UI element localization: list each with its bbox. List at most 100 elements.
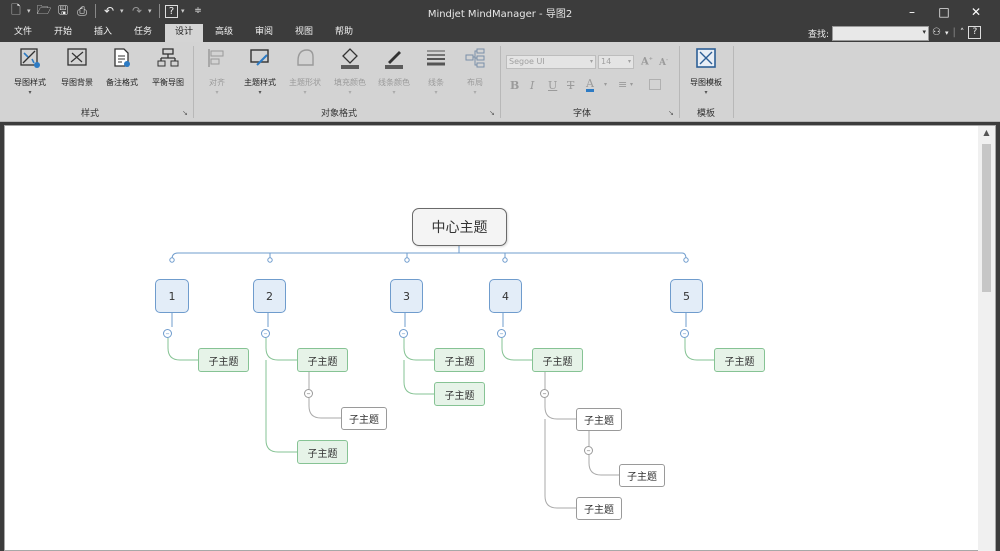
align-button[interactable]: 对齐 ▾ — [200, 46, 234, 96]
chevron-down-icon[interactable]: ▾ — [148, 7, 152, 15]
collapse-ribbon-icon[interactable]: ˄ — [959, 27, 965, 38]
subtopic[interactable]: 子主题 — [532, 348, 583, 372]
layout-button[interactable]: 布局 ▾ — [458, 46, 492, 96]
tab-insert[interactable]: 插入 — [93, 27, 112, 37]
dialog-launcher-icon[interactable]: ↘ — [182, 109, 188, 117]
font-name-select[interactable]: Segoe UI▾ — [506, 55, 596, 69]
main-topic-3[interactable]: 3 — [390, 279, 423, 313]
collapse-icon[interactable]: – — [304, 389, 313, 398]
line-button[interactable]: 线条 ▾ — [418, 46, 454, 96]
chevron-down-icon[interactable]: ▾ — [181, 7, 185, 15]
collapse-icon[interactable]: – — [261, 329, 270, 338]
layout-icon — [463, 46, 487, 70]
font-color-button[interactable]: A — [586, 77, 594, 92]
alignment-button[interactable]: ≡ — [618, 78, 628, 91]
font-size-select[interactable]: 14▾ — [598, 55, 634, 69]
org-chart-icon[interactable]: ⚇ — [932, 27, 941, 38]
collapse-icon[interactable]: – — [163, 329, 172, 338]
tab-view[interactable]: 视图 — [294, 27, 313, 37]
topic-style-button[interactable]: 主题样式 ▾ — [240, 46, 280, 96]
tab-help[interactable]: 帮助 — [334, 27, 353, 37]
shrink-font-icon[interactable]: A- — [659, 57, 669, 68]
redo-icon[interactable]: ↷ — [131, 4, 143, 18]
map-background-button[interactable]: 导图背景 — [55, 46, 99, 88]
chevron-down-icon: ▾ — [589, 58, 593, 65]
minimize-button[interactable]: – — [909, 5, 915, 19]
central-topic[interactable]: 中心主题 — [412, 208, 507, 246]
collapse-icon[interactable]: – — [584, 446, 593, 455]
help-icon[interactable]: ? — [968, 26, 982, 39]
main-topic-5[interactable]: 5 — [670, 279, 703, 313]
tab-advanced[interactable]: 高级 — [214, 27, 233, 37]
collapse-icon[interactable]: – — [680, 329, 689, 338]
close-button[interactable]: ✕ — [970, 5, 982, 19]
chevron-down-icon[interactable]: ▾ — [120, 7, 124, 15]
help-dropdown-icon[interactable]: ? — [165, 4, 178, 18]
italic-button[interactable]: I — [530, 79, 535, 92]
subtopic[interactable]: 子主题 — [198, 348, 249, 372]
map-template-button[interactable]: 导图模板 ▾ — [684, 46, 728, 96]
vertical-scrollbar[interactable]: ▲ — [978, 126, 995, 551]
chevron-down-icon: ▾ — [704, 89, 708, 96]
sub-subtopic[interactable]: 子主题 — [341, 407, 387, 430]
scrollbar-thumb[interactable] — [982, 144, 991, 292]
print-icon[interactable]: ⎙ — [77, 3, 87, 18]
tab-tasks[interactable]: 任务 — [133, 27, 152, 37]
line-weight-icon — [424, 46, 448, 70]
topic-shape-button[interactable]: 主题形状 ▾ — [285, 46, 325, 96]
chevron-down-icon: ▾ — [434, 89, 438, 96]
sub-subtopic[interactable]: 子主题 — [576, 497, 622, 520]
grow-font-icon[interactable]: A+ — [641, 56, 653, 68]
collapse-icon[interactable]: – — [540, 389, 549, 398]
collapse-icon[interactable]: – — [399, 329, 408, 338]
line-color-button[interactable]: 线条颜色 ▾ — [374, 46, 414, 96]
main-topic-4[interactable]: 4 — [489, 279, 522, 313]
fill-color-button[interactable]: 填充颜色 ▾ — [330, 46, 370, 96]
tab-file[interactable]: 文件 — [13, 27, 32, 37]
ribbon: 导图样式 ▾ 导图背景 备注格式 平衡导图 样式 ↘ 对齐 ▾ 主题样式 ▾ — [0, 42, 1000, 122]
tab-design[interactable]: 设计 — [165, 24, 203, 42]
subtopic[interactable]: 子主题 — [714, 348, 765, 372]
dialog-launcher-icon[interactable]: ↘ — [668, 109, 674, 117]
undo-icon[interactable]: ↶ — [103, 4, 115, 18]
map-canvas[interactable]: ▲ — [4, 125, 996, 551]
strikethrough-button[interactable]: T — [567, 79, 575, 92]
subtopic[interactable]: 子主题 — [297, 440, 348, 464]
note-format-button[interactable]: 备注格式 — [100, 46, 144, 88]
chevron-down-icon: ▾ — [627, 58, 631, 65]
find-label: 查找: — [808, 30, 830, 40]
balance-map-button[interactable]: 平衡导图 — [146, 46, 190, 88]
collapse-icon[interactable]: – — [497, 329, 506, 338]
chevron-down-icon[interactable]: ▾ — [944, 28, 949, 37]
chevron-down-icon[interactable]: ▾ — [922, 28, 926, 36]
dialog-launcher-icon[interactable]: ↘ — [489, 109, 495, 117]
tab-home[interactable]: 开始 — [53, 27, 72, 37]
underline-button[interactable]: U — [548, 79, 558, 92]
bold-button[interactable]: B — [510, 79, 520, 92]
tab-review[interactable]: 审阅 — [254, 27, 273, 37]
subtopic[interactable]: 子主题 — [297, 348, 348, 372]
divider — [159, 4, 160, 18]
chevron-down-icon[interactable]: ▾ — [604, 81, 608, 88]
clear-format-icon[interactable] — [649, 79, 661, 90]
divider — [679, 46, 680, 118]
new-file-icon[interactable]: 🗋 — [11, 2, 21, 17]
find-input[interactable]: ▾ — [832, 26, 929, 41]
chevron-down-icon[interactable]: ▾ — [27, 7, 31, 15]
main-topic-2[interactable]: 2 — [253, 279, 286, 313]
scroll-up-icon[interactable]: ▲ — [983, 128, 990, 137]
note-format-icon — [110, 46, 134, 70]
group-label-template: 模板 — [696, 109, 715, 119]
sub-subtopic[interactable]: 子主题 — [619, 464, 665, 487]
subtopic[interactable]: 子主题 — [434, 382, 485, 406]
chevron-down-icon[interactable]: ▾ — [630, 81, 634, 88]
customize-icon[interactable]: ≑ — [194, 6, 202, 16]
open-file-icon[interactable]: 🗁 — [36, 2, 52, 17]
subtopic[interactable]: 子主题 — [434, 348, 485, 372]
save-icon[interactable]: 🖫 — [57, 2, 69, 17]
divider — [95, 4, 96, 18]
map-style-button[interactable]: 导图样式 ▾ — [8, 46, 52, 96]
maximize-button[interactable]: □ — [938, 5, 950, 19]
sub-subtopic[interactable]: 子主题 — [576, 408, 622, 431]
main-topic-1[interactable]: 1 — [155, 279, 189, 313]
